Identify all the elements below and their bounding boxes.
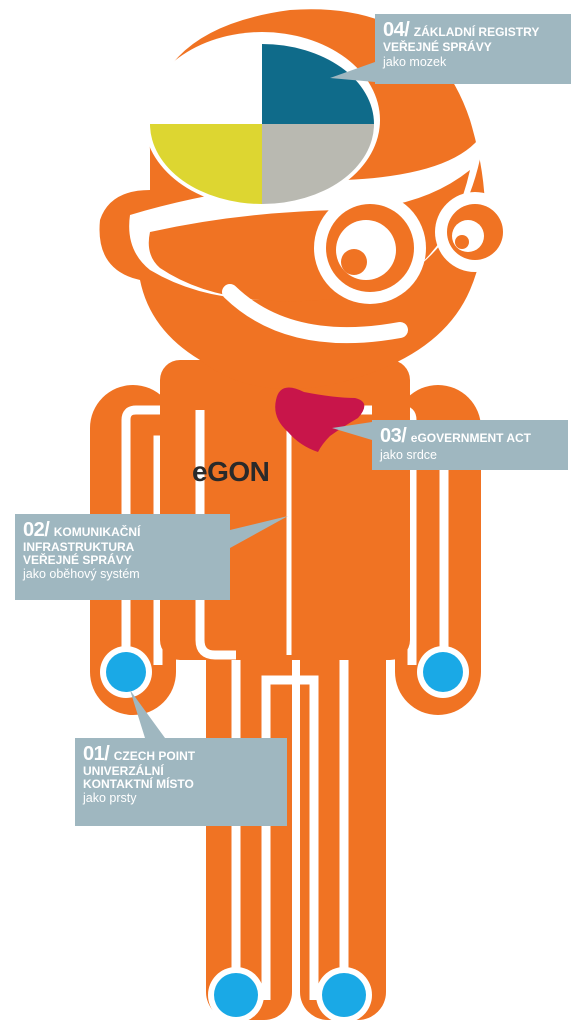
callout-pointers	[130, 62, 375, 738]
smile	[222, 284, 408, 344]
callout-title: KOMUNIKAČNÍ	[53, 525, 141, 539]
callout-egovernment-act: 03/ eGOVERNMENT ACT jako srdce	[372, 420, 568, 470]
callout-czech-point: 01/ CZECH POINT UNIVERZÁLNÍ KONTAKTNÍ MÍ…	[75, 738, 287, 826]
callout-subtitle: jako prsty	[83, 791, 137, 806]
callout-title: VEŘEJNÉ SPRÁVY	[383, 40, 492, 54]
callout-number: 04/	[383, 19, 410, 41]
callout-title: VEŘEJNÉ SPRÁVY	[23, 552, 132, 567]
callout-title: CZECH POINT	[113, 749, 196, 763]
callout-registries: 04/ ZÁKLADNÍ REGISTRY VEŘEJNÉ SPRÁVY jak…	[375, 14, 571, 84]
callout-subtitle: jako mozek	[383, 54, 447, 69]
callout-title: UNIVERZÁLNÍ	[83, 764, 164, 778]
callout-title: KONTAKTNÍ MÍSTO	[83, 776, 194, 791]
callout-number: 01/	[83, 743, 110, 765]
callout-number: 03/	[380, 425, 407, 447]
callout-title: eGOVERNMENT ACT	[410, 431, 531, 445]
callout-title: INFRASTRUKTURA	[23, 540, 135, 554]
callout-subtitle: jako srdce	[380, 448, 437, 462]
callout-number: 02/	[23, 519, 50, 541]
heart	[275, 387, 365, 452]
callout-communication-infrastructure: 02/ KOMUNIKAČNÍ INFRASTRUKTURA VEŘEJNÉ S…	[15, 514, 230, 600]
fingertips	[100, 646, 469, 1023]
callout-subtitle: jako oběhový systém	[23, 567, 140, 582]
callout-title: ZÁKLADNÍ REGISTRY	[413, 25, 540, 39]
legs	[206, 620, 386, 1020]
eyes	[314, 192, 515, 304]
brain	[150, 44, 374, 204]
figure-name: eGON	[192, 456, 270, 487]
